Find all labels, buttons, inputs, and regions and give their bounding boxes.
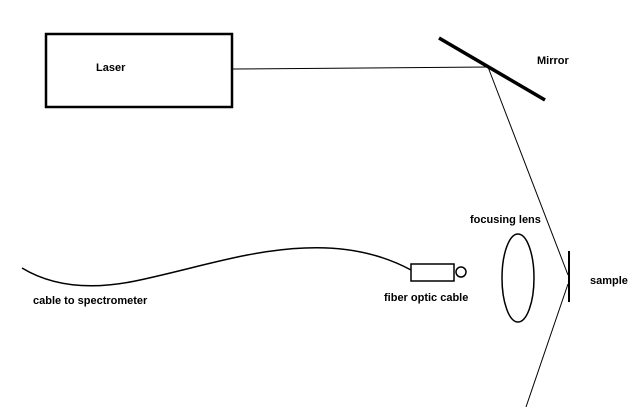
mirror-label: Mirror (537, 55, 570, 67)
cable-to-spectrometer-label: cable to spectrometer (33, 295, 148, 307)
fiber-connector (410, 263, 455, 282)
sample-label: sample (590, 275, 628, 287)
laser-label: Laser (96, 62, 126, 74)
mirror (438, 36, 546, 102)
spectrometer-cable (21, 246, 412, 287)
fiber-optic-cable-label: fiber optic cable (384, 292, 468, 304)
fiber-tip (455, 266, 467, 278)
focusing-lens-label: focusing lens (470, 214, 541, 226)
laser-box (44, 32, 234, 109)
reflected-beam (487, 66, 569, 276)
focusing-lens (501, 233, 535, 323)
scattered-beam (525, 283, 569, 407)
laser-beam (232, 66, 489, 70)
